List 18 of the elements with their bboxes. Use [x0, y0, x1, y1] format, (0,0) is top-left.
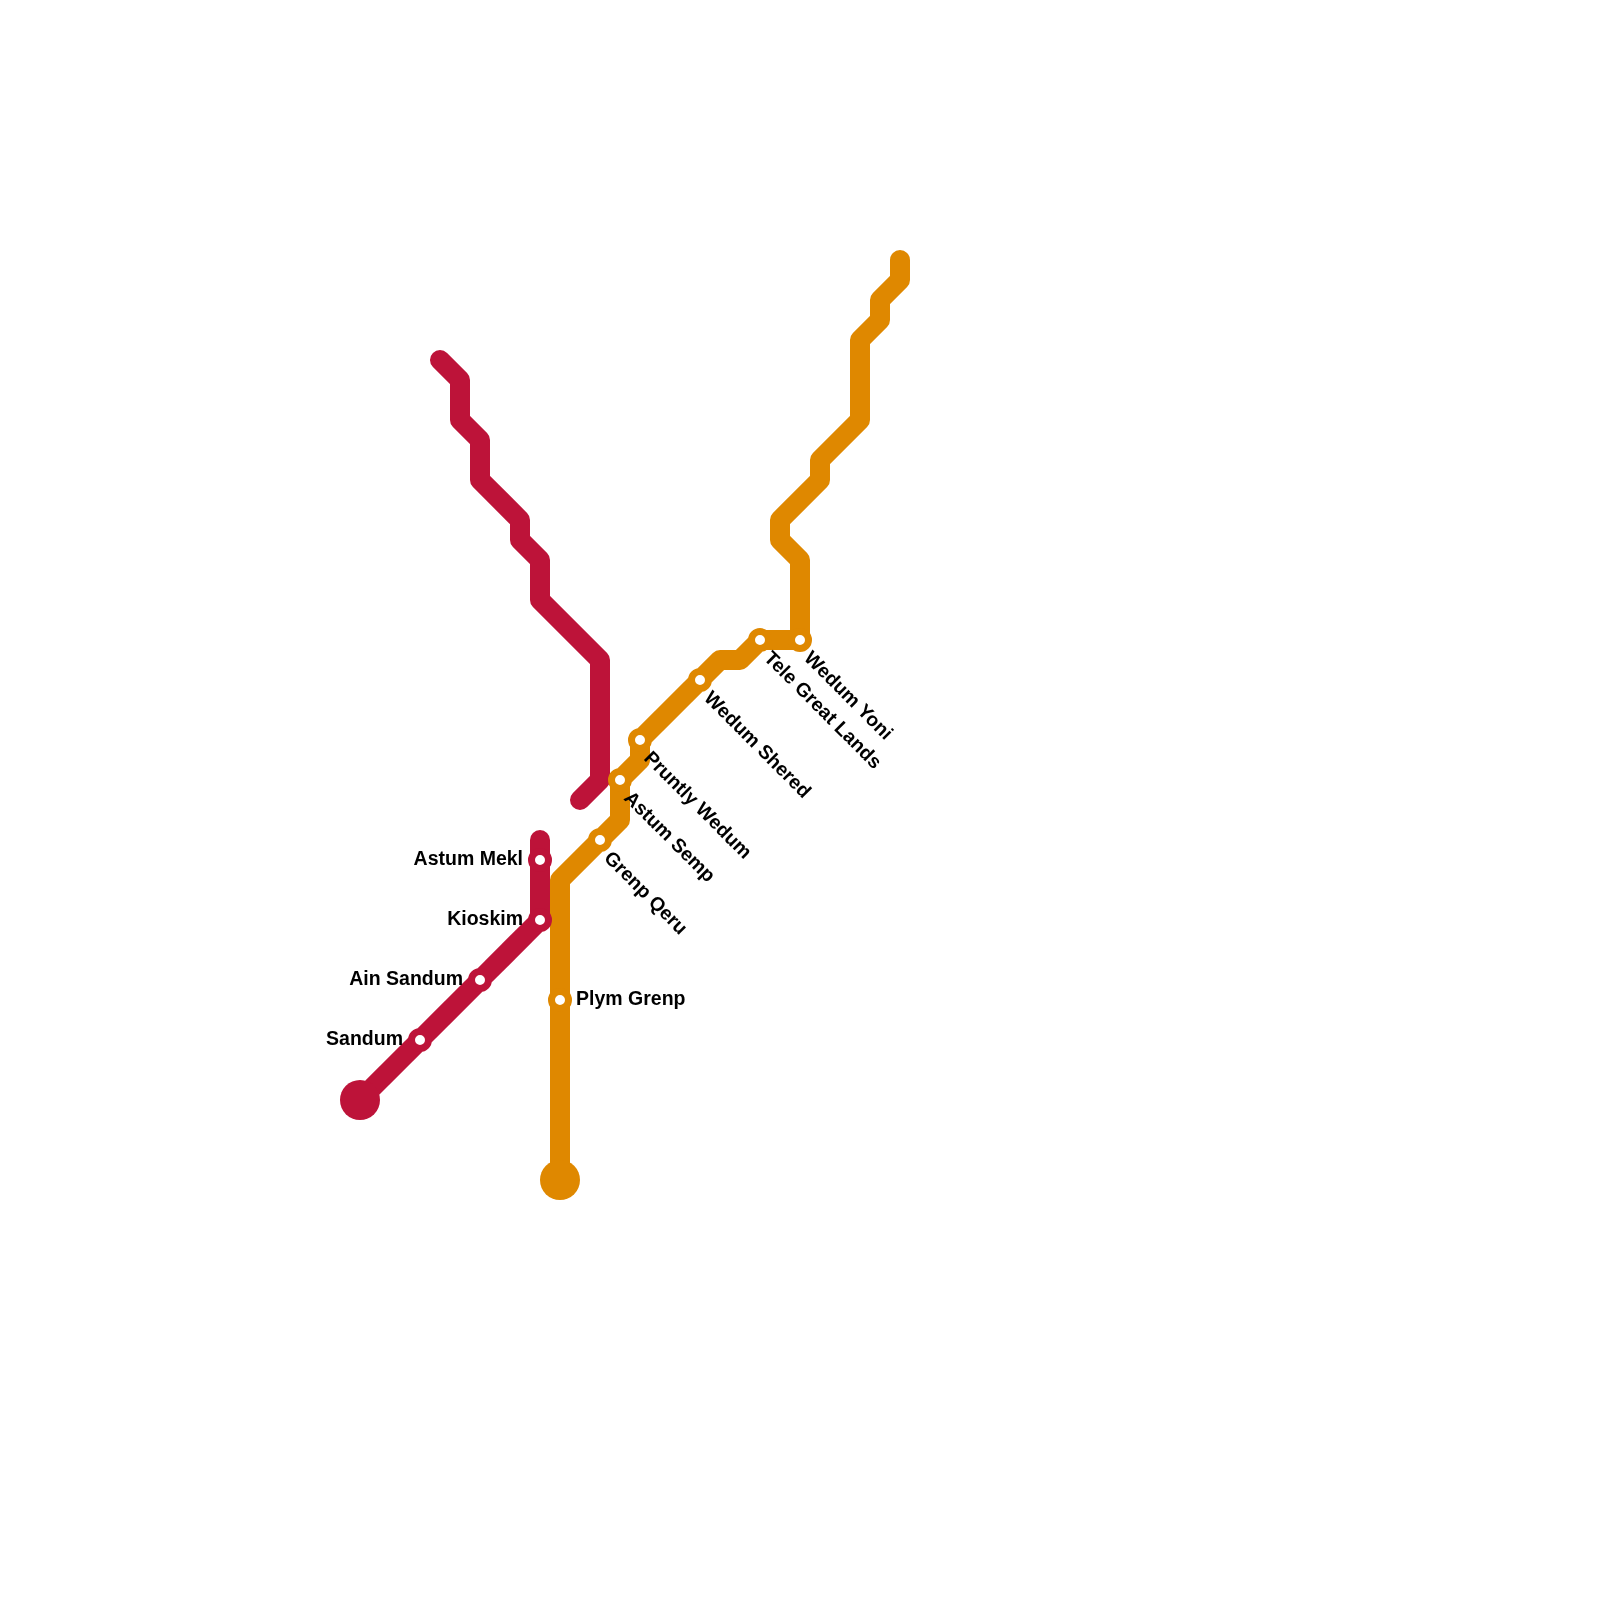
- station-label: Kioskim: [447, 907, 523, 929]
- rail-line: [597, 792, 630, 843]
- station-label: Ain Sandum: [349, 967, 463, 989]
- rail-line: [772, 630, 788, 650]
- rail-line: [637, 677, 703, 743]
- rail-line: [770, 250, 910, 628]
- rail-line: [697, 637, 763, 683]
- rail-line: [550, 1012, 570, 1160]
- rail-line: [550, 837, 603, 988]
- rail-line: [365, 1037, 423, 1095]
- rail-line: [530, 830, 550, 850]
- rail-line: [417, 977, 483, 1043]
- station-label: Sandum: [326, 1027, 403, 1049]
- rail-line: [530, 872, 550, 908]
- rail-line: [617, 750, 650, 783]
- station-label: Astum Mekl: [413, 847, 523, 869]
- station-label: Plym Grenp: [576, 987, 686, 1009]
- rail-line: [477, 917, 543, 983]
